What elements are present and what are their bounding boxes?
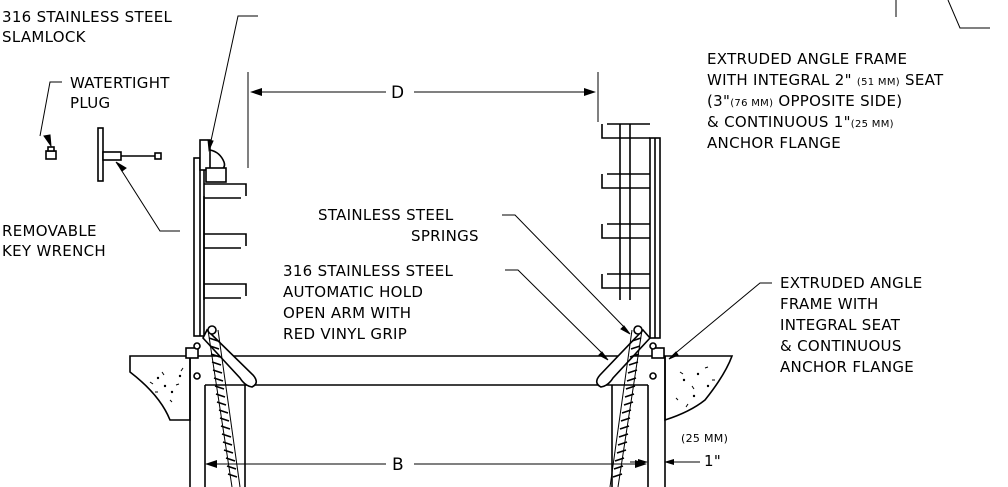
slamlock-label-1: 316 STAINLESS STEEL	[2, 8, 173, 26]
dimension-flange-mm: (25 MM)	[681, 432, 728, 445]
arm-label-4: RED VINYL GRIP	[283, 325, 407, 343]
arm-label-2: AUTOMATIC HOLD	[283, 283, 423, 301]
plug-icon	[45, 146, 57, 160]
frame-top-label-4: & CONTINUOUS 1"(25 MM)	[707, 113, 894, 131]
wrench-label-2: KEY WRENCH	[2, 242, 106, 260]
label-frame-top: EXTRUDED ANGLE FRAME WITH INTEGRAL 2" (5…	[707, 50, 944, 152]
arm-label-3: OPEN ARM WITH	[283, 304, 411, 322]
frame-top-label-2: WITH INTEGRAL 2" (51 MM) SEAT	[707, 71, 944, 89]
frame-right-label-4: & CONTINUOUS	[780, 337, 902, 355]
frame-right-label-1: EXTRUDED ANGLE	[780, 274, 923, 292]
frame-top-label-5: ANCHOR FLANGE	[707, 134, 841, 152]
dimension-d	[247, 72, 599, 168]
plug-label-1: WATERTIGHT	[70, 74, 170, 92]
label-slamlock: 316 STAINLESS STEEL SLAMLOCK	[2, 8, 173, 46]
wrench-label-1: REMOVABLE	[2, 222, 97, 240]
dimension-flange-in: 1"	[704, 452, 721, 470]
label-frame-right: EXTRUDED ANGLE FRAME WITH INTEGRAL SEAT …	[780, 274, 923, 376]
left-door-leaf	[193, 139, 247, 337]
label-springs: STAINLESS STEEL SPRINGS	[318, 206, 479, 245]
frame-right-label-5: ANCHOR FLANGE	[780, 358, 914, 376]
label-wrench: REMOVABLE KEY WRENCH	[2, 222, 106, 260]
dimension-b-label: B	[392, 455, 404, 475]
right-door-leaf	[601, 123, 661, 339]
slamlock-icon	[199, 139, 227, 183]
concrete-icon	[129, 355, 734, 422]
springs-label-1: STAINLESS STEEL	[318, 206, 454, 224]
plug-label-2: PLUG	[70, 94, 110, 112]
hold-open-arm-icon	[202, 328, 652, 388]
frame-seat-details	[185, 342, 665, 380]
frame-right-label-3: INTEGRAL SEAT	[780, 316, 901, 334]
leader-lines	[39, 0, 990, 361]
dimension-d-label: D	[391, 83, 404, 103]
frame-top-label-1: EXTRUDED ANGLE FRAME	[707, 50, 907, 68]
hatch-opening	[189, 355, 666, 487]
springs-label-2: SPRINGS	[411, 227, 479, 245]
spring-icon	[207, 325, 643, 487]
slamlock-label-2: SLAMLOCK	[2, 28, 87, 46]
label-hold-open-arm: 316 STAINLESS STEEL AUTOMATIC HOLD OPEN …	[283, 262, 454, 343]
label-plug: WATERTIGHT PLUG	[70, 74, 170, 112]
frame-right-label-2: FRAME WITH	[780, 295, 879, 313]
dimension-flange	[630, 459, 700, 465]
dimension-b	[205, 460, 647, 468]
arm-label-1: 316 STAINLESS STEEL	[283, 262, 454, 280]
key-wrench-icon	[97, 127, 162, 182]
frame-top-label-3: (3"(76 MM) OPPOSITE SIDE)	[707, 92, 902, 110]
